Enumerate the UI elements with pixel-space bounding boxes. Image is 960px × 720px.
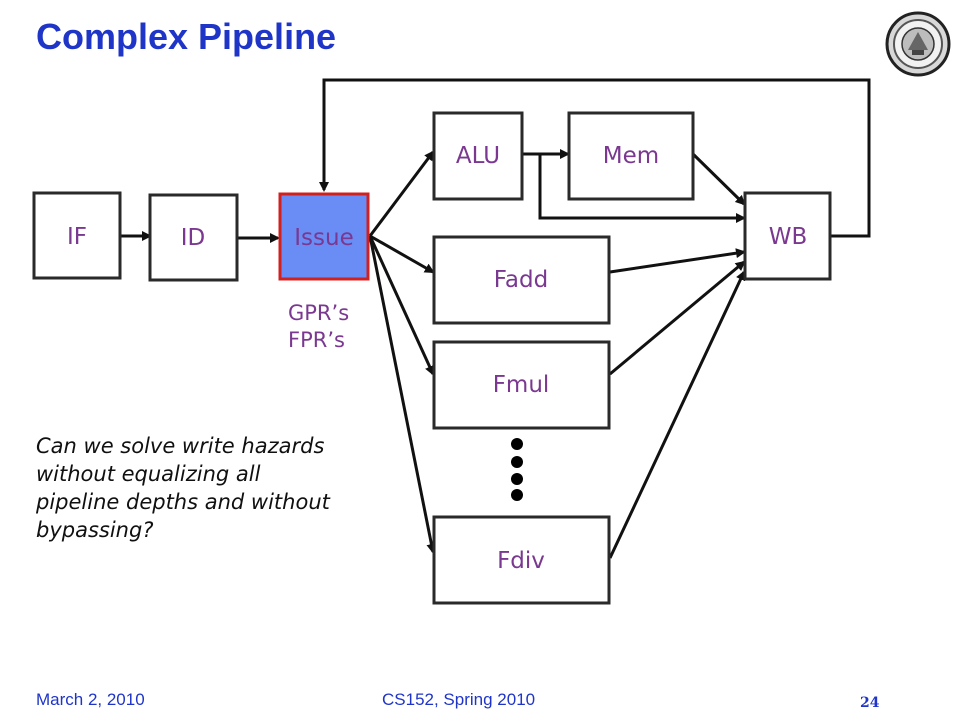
footer-date: March 2, 2010 <box>36 690 145 709</box>
write-hazard-question: Can we solve write hazards without equal… <box>36 434 330 542</box>
stage-wb-box <box>743 191 832 281</box>
stage-issue-box <box>278 192 370 281</box>
wire-issue-fdiv <box>368 235 437 554</box>
wire-alu-bypass-wb <box>538 154 746 223</box>
stage-alu-label: ALU <box>456 143 500 169</box>
stage-if-box <box>32 191 122 280</box>
wire-wb-feedback-issue <box>319 78 871 238</box>
university-seal-icon <box>885 11 951 77</box>
stage-fdiv-label: Fdiv <box>497 548 545 574</box>
stage-issue-label: Issue <box>294 225 353 251</box>
wire-fmul-wb <box>609 260 746 376</box>
stage-if-label: IF <box>67 224 87 250</box>
wire-issue-fadd <box>369 234 435 274</box>
stage-id-box <box>148 193 239 282</box>
stage-fadd-box <box>432 235 611 325</box>
stage-fmul-box <box>432 340 611 430</box>
stage-alu-box <box>432 111 524 201</box>
stage-mem-label: Mem <box>603 143 659 169</box>
ellipsis-dot <box>511 489 523 501</box>
stage-id-label: ID <box>181 225 206 251</box>
stage-fadd-label: Fadd <box>494 267 548 293</box>
wire-mem-wb <box>691 152 746 206</box>
fpr-label: FPR’s <box>288 328 345 352</box>
register-files-label: GPR’s FPR’s <box>288 300 349 354</box>
stage-mem-box <box>567 111 695 201</box>
stage-fmul-label: Fmul <box>493 372 550 398</box>
gpr-label: GPR’s <box>288 301 350 325</box>
stage-wb-label: WB <box>769 224 808 250</box>
ellipsis-dot <box>511 438 523 450</box>
ellipsis-dot <box>511 473 523 485</box>
ellipsis-dot <box>511 456 523 468</box>
wire-issue-fmul <box>368 235 435 376</box>
stage-fdiv-box <box>432 515 611 605</box>
wire-fdiv-wb <box>608 270 746 559</box>
more-units-ellipsis <box>511 438 523 501</box>
footer-course: CS152, Spring 2010 <box>382 690 536 709</box>
page-number: 24 <box>860 695 880 711</box>
wire-issue-alu <box>368 150 435 237</box>
wire-fadd-wb <box>609 248 746 274</box>
slide-title: Complex Pipeline <box>36 16 337 57</box>
